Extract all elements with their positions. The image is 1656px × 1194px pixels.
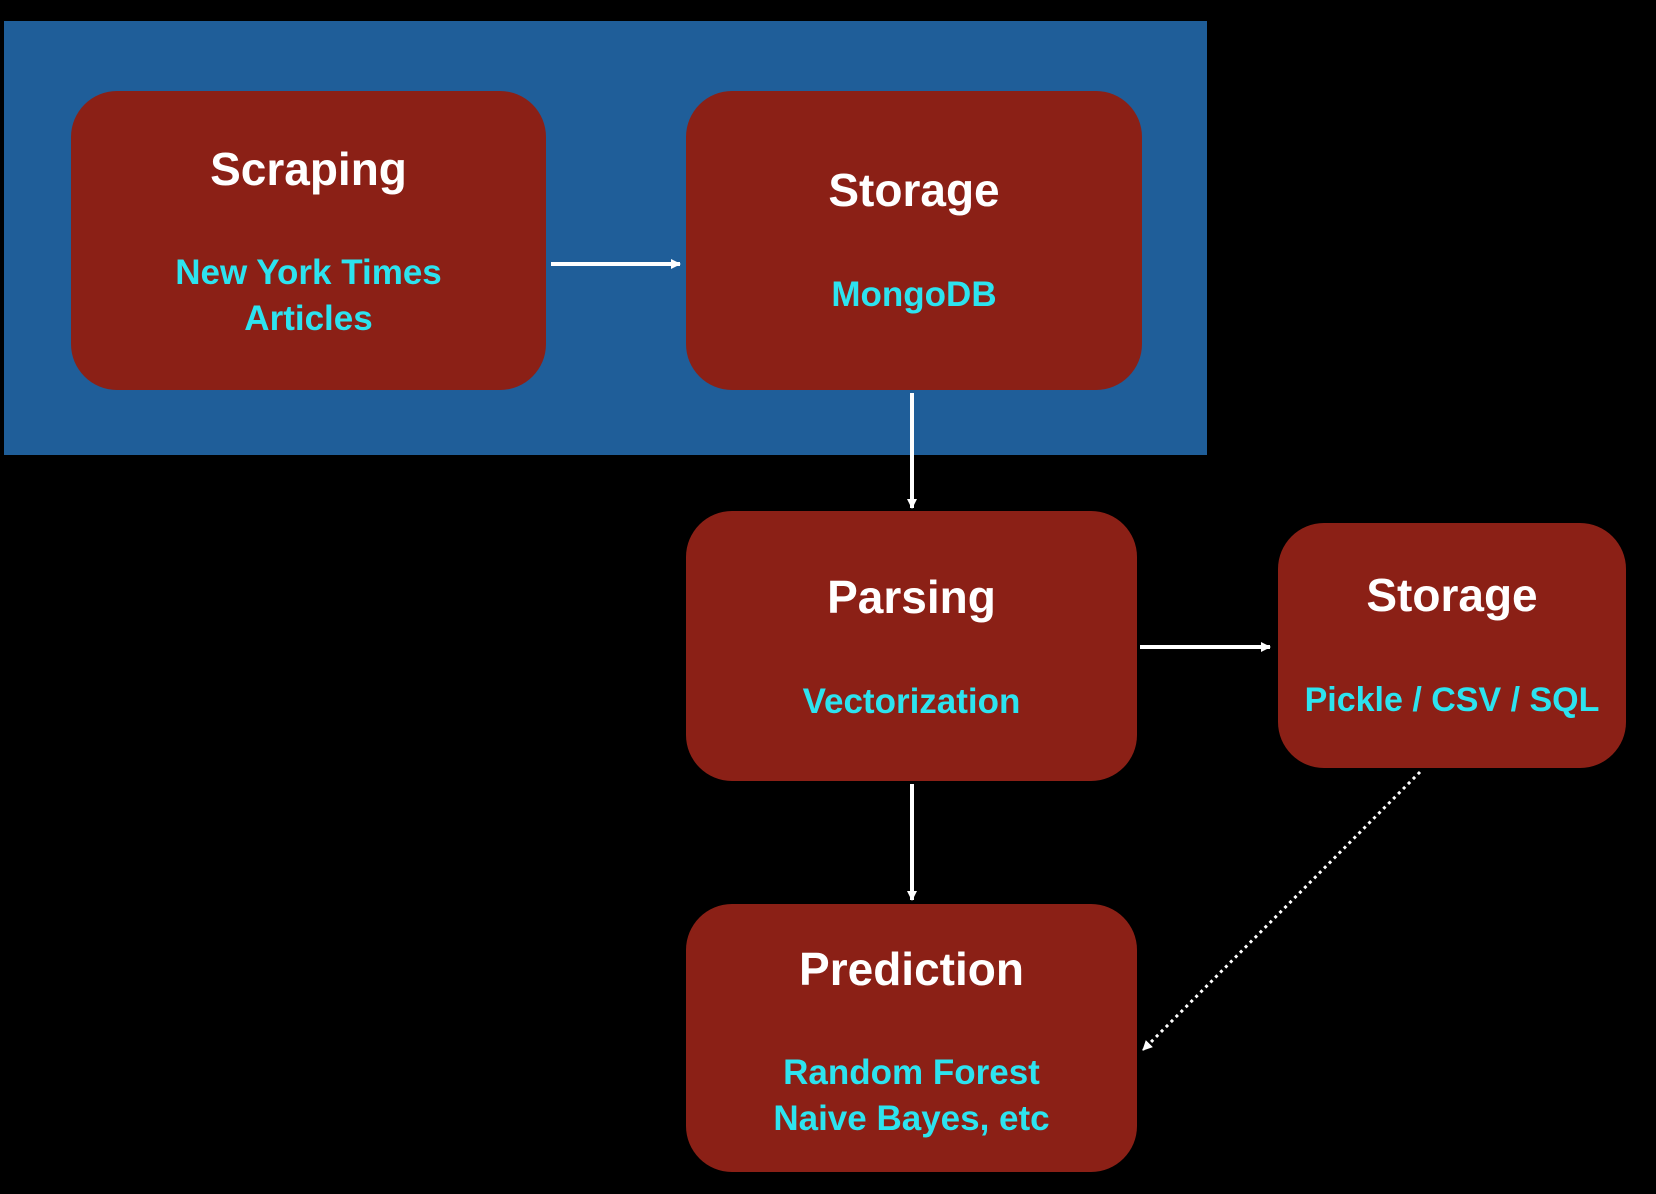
scraping-node: Scraping New York Times Articles xyxy=(71,91,546,390)
scraping-node-subtitle: New York Times Articles xyxy=(71,250,546,342)
prediction-node: Prediction Random Forest Naive Bayes, et… xyxy=(686,904,1137,1172)
parsing-node-subtitle-line-1: Vectorization xyxy=(802,682,1021,721)
edge-storage-files-to-prediction xyxy=(1141,770,1422,1052)
storage-files-node: Storage Pickle / CSV / SQL xyxy=(1278,523,1626,768)
storage-db-node-subtitle-line-1: MongoDB xyxy=(831,275,997,314)
parsing-node: Parsing Vectorization xyxy=(686,511,1137,781)
storage-files-node-title: Storage xyxy=(1366,569,1538,621)
scraping-node-subtitle-line-1: New York Times xyxy=(175,253,442,292)
storage-db-node: Storage MongoDB xyxy=(686,91,1142,390)
scraping-node-title: Scraping xyxy=(210,143,407,195)
prediction-node-subtitle-line-2: Naive Bayes, etc xyxy=(773,1099,1050,1138)
prediction-node-title: Prediction xyxy=(799,943,1024,995)
storage-db-node-title: Storage xyxy=(828,164,1000,216)
scraping-node-subtitle-line-2: Articles xyxy=(244,299,373,338)
storage-files-node-subtitle: Pickle / CSV / SQL xyxy=(1278,677,1626,723)
prediction-node-subtitle-line-1: Random Forest xyxy=(783,1053,1040,1092)
storage-files-node-subtitle-line-1: Pickle / CSV / SQL xyxy=(1304,681,1600,719)
parsing-node-subtitle: Vectorization xyxy=(686,679,1137,725)
storage-db-node-subtitle: MongoDB xyxy=(686,272,1142,318)
prediction-node-subtitle: Random Forest Naive Bayes, etc xyxy=(686,1050,1137,1142)
parsing-node-title: Parsing xyxy=(827,571,996,623)
